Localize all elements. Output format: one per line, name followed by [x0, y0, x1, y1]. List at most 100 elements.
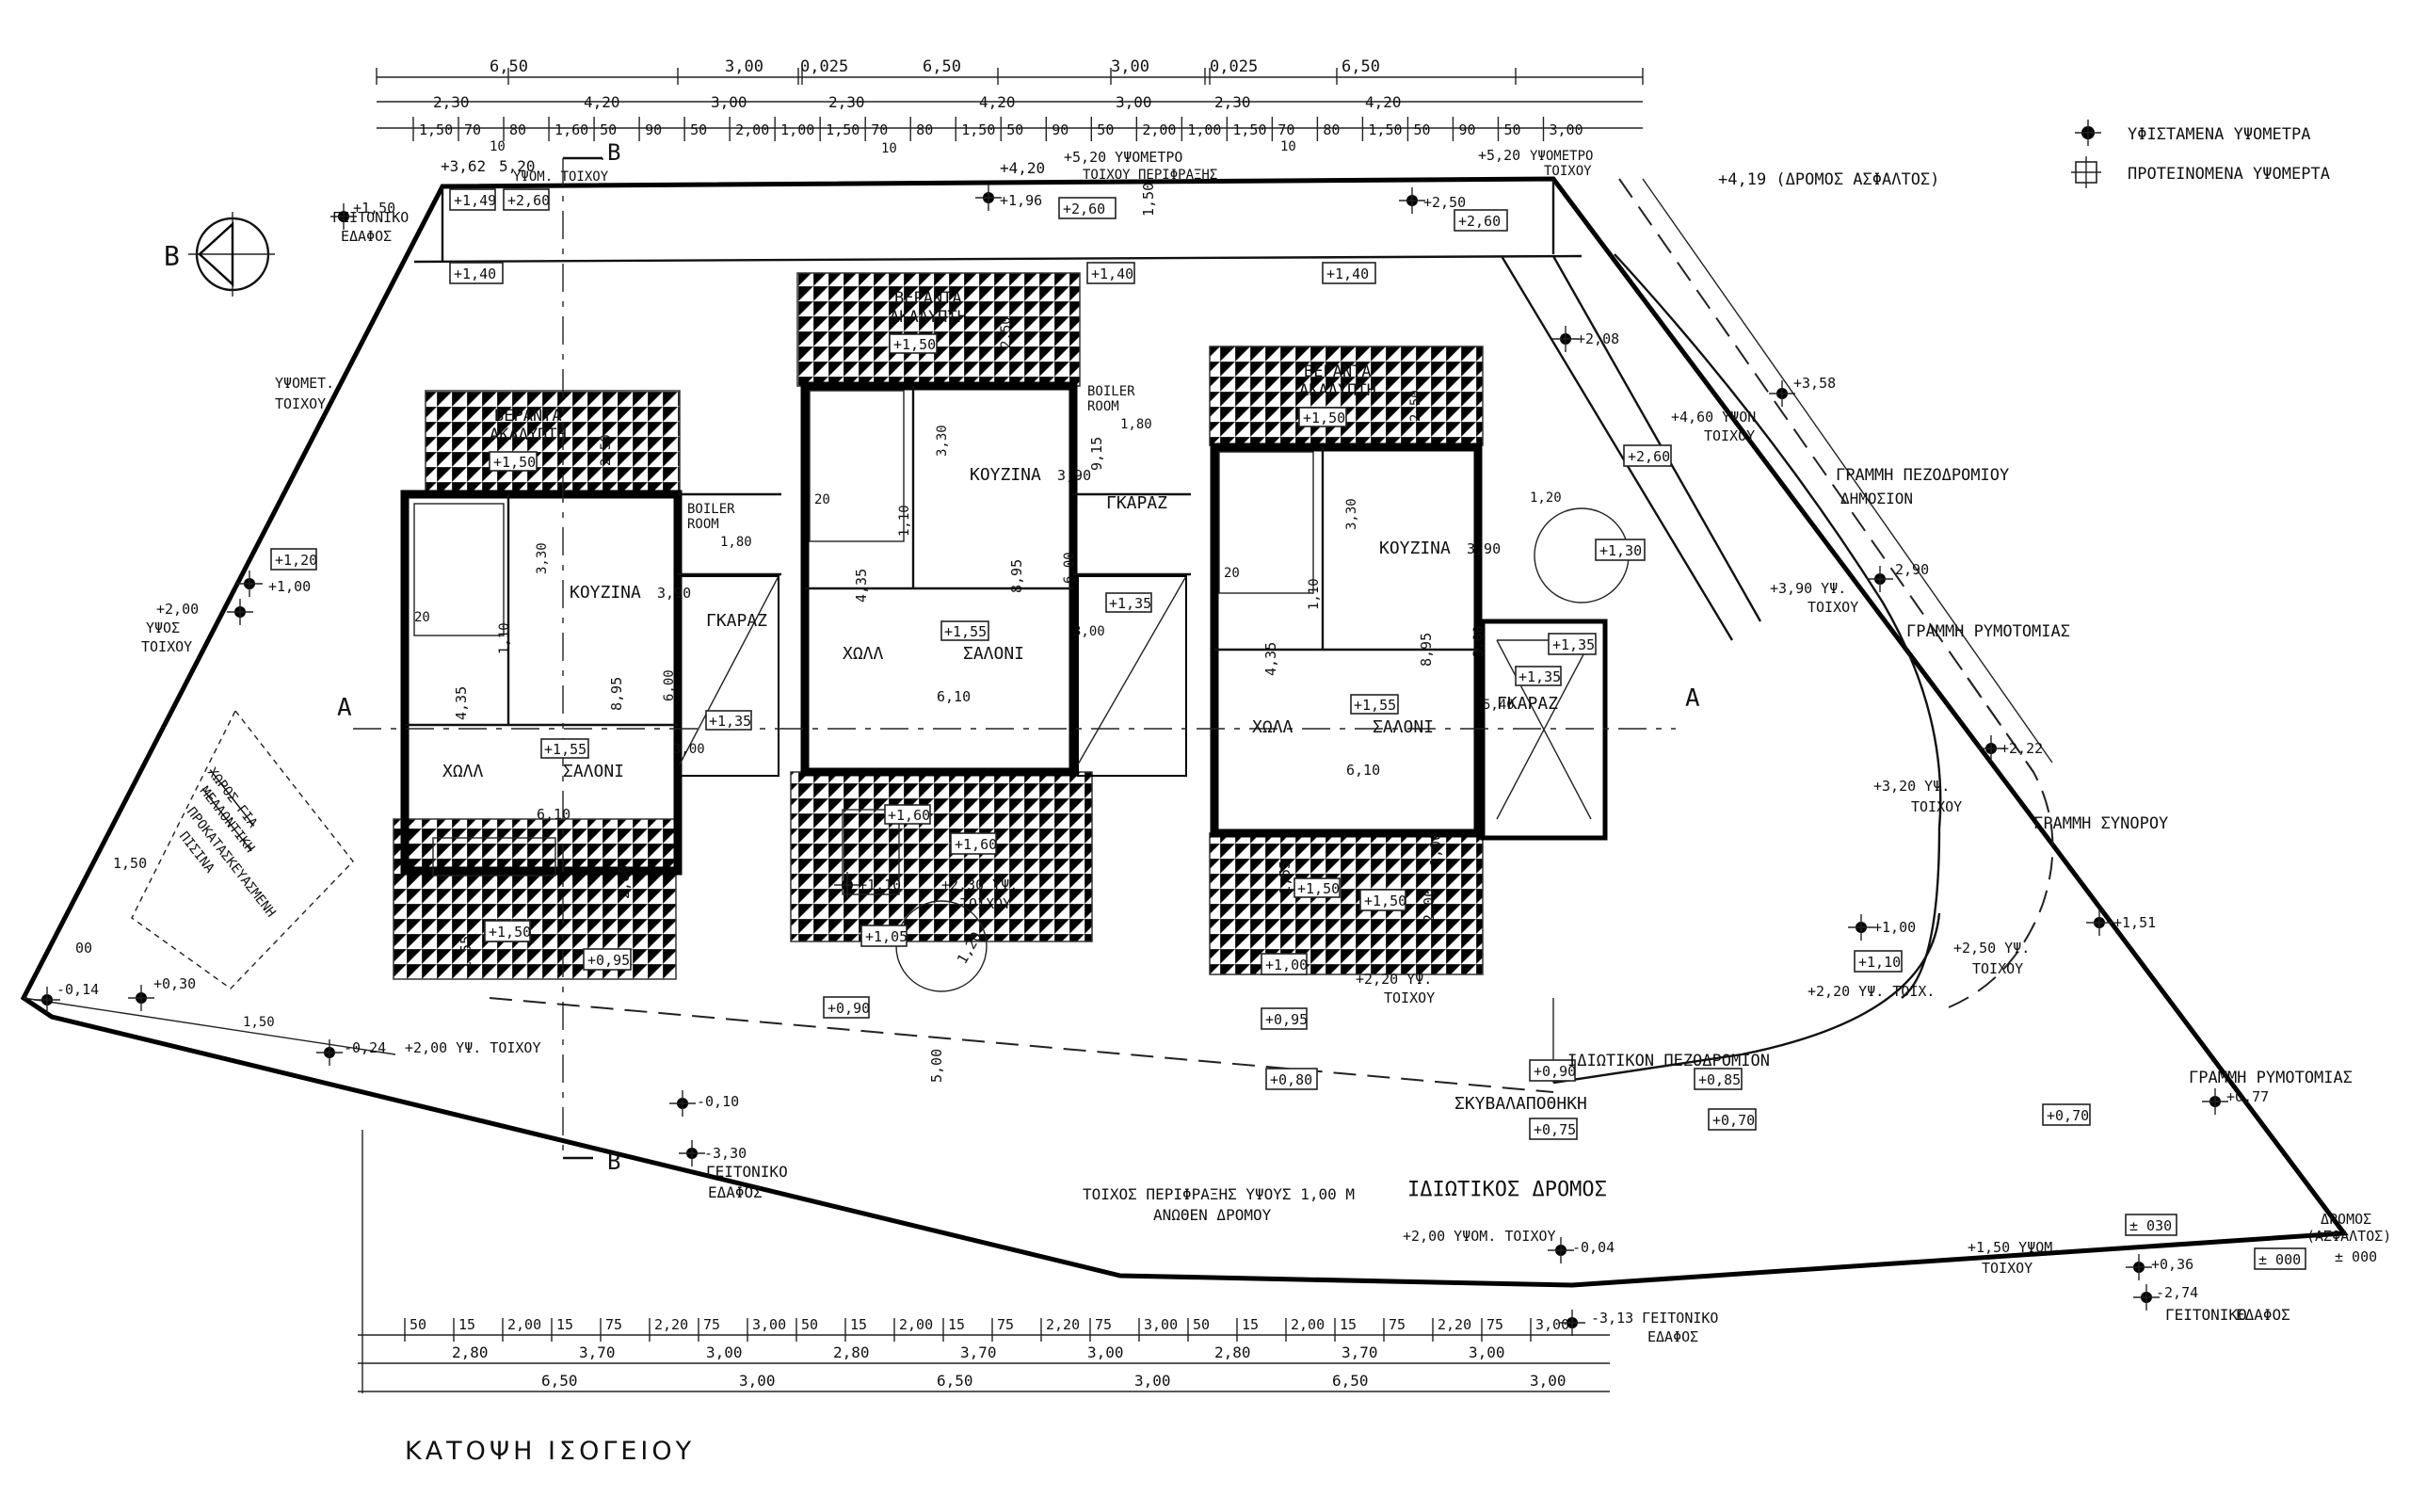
unit-2: [790, 272, 1191, 992]
dim-bottom-row1: 50: [410, 1316, 426, 1333]
proposed-level-box: [2042, 1103, 2091, 1126]
dim-top-row3: 1,50: [419, 121, 453, 138]
dim-top-row2: 2,30: [1214, 93, 1251, 111]
dim-top-row3: 50: [1413, 121, 1430, 138]
proposed-level-box: [1548, 633, 1597, 655]
kitchen-label: ΚΟΥΖΙΝΑ: [970, 465, 1041, 485]
sidewalk-public-label-2: ΔΗΜΟΣΙΟΝ: [1840, 490, 1913, 507]
dim-top-6: 0,025: [1210, 57, 1258, 76]
dim-garage-2: 5,40: [1483, 698, 1515, 713]
dim-bottom-row2: 2,80: [1214, 1343, 1251, 1361]
drawing-title: ΚΑΤΟΨΗ ΙΣΟΓΕΙΟΥ: [405, 1437, 695, 1466]
proposed-level-box: [1595, 539, 1646, 561]
garage-label: ΓΚΑΡΑΖ: [1106, 493, 1167, 513]
level-label: +3,58: [1793, 375, 1836, 392]
dim-bottom-row3: 6,50: [541, 1372, 578, 1390]
veranda-label-2: ΑΚΑΛΥΠΤΗ: [1299, 381, 1376, 400]
dim-top-row3: 3,00: [1550, 121, 1583, 138]
proposed-level-box: [583, 948, 632, 971]
dim-kitchen-3: 1,10: [1307, 578, 1322, 610]
dim-top-row3: 70: [464, 121, 481, 138]
legend: ΥΦΙΣΤΑΜΕΝΑ ΥΨΟΜΕΤΡΑ ΠΡΟΤΕΙΝΟΜΕΝΑ ΥΨΟΜΕΡΤ…: [2071, 120, 2330, 188]
level-label: -0,24: [344, 1039, 386, 1056]
dim-kitchen-3: 1,10: [897, 505, 912, 537]
legend-proposed: ΠΡΟΤΕΙΝΟΜΕΝΑ ΥΨΟΜΕΡΤΑ: [2128, 165, 2330, 184]
dim-bottom-row3: 3,00: [1134, 1372, 1171, 1390]
dim-top-row2: 3,00: [1116, 93, 1152, 111]
dim-vertical: 1,00: [1427, 832, 1444, 866]
dim-top-row2: 4,20: [979, 93, 1016, 111]
dim-top-row3: 90: [1458, 121, 1475, 138]
level-label: ΤΟΙΧΟΥ: [1704, 427, 1755, 444]
level-label: ΤΟΙΧΟΥ: [1972, 960, 2023, 977]
proposed-level-box: [1261, 1007, 1308, 1030]
dim-top-row3: 2,00: [735, 121, 769, 138]
proposed-level-box: [1086, 262, 1135, 284]
road-level-label-1: ΔΡΟΜΟΣ: [2321, 1211, 2371, 1228]
boiler-label-2: ROOM: [1087, 399, 1119, 414]
proposed-level: +1,60: [955, 836, 997, 853]
level-label: ΤΟΙΧΟΥ: [960, 895, 1011, 912]
living-label: ΣΑΛΟΝΙ: [1373, 717, 1434, 737]
level-label: ΤΟΙΧΟΥ: [1911, 798, 1962, 815]
top-dimension-chain: 6,50 3,00 0,025 6,50 3,00 0,025 6,50 2,3…: [376, 57, 1644, 185]
level-note: +3,62: [441, 157, 486, 175]
level-label: -2,74: [2156, 1284, 2198, 1301]
hall-label: ΧΩΛΛ: [1252, 717, 1293, 737]
existing-level-marker: [330, 203, 357, 230]
dim-top-3: 0,025: [800, 57, 848, 76]
dim-bottom-row1: 2,00: [507, 1316, 541, 1333]
existing-level-marker: [1867, 566, 1893, 592]
dim-garage: 3,00: [1471, 625, 1486, 657]
level-label: +2,20 ΥΨ. ΤΟΙΧ.: [1808, 983, 1935, 1000]
dim-top-row3: 80: [509, 121, 526, 138]
existing-level-marker: [679, 1140, 705, 1166]
level-note: ΤΟΙΧΟΥ ΠΕΡΙΦΡΑΞΗΣ: [1083, 168, 1217, 183]
fence-label-2: ΑΝΩΘΕΝ ΔΡΟΜΟΥ: [1153, 1206, 1272, 1224]
dim-top-row2: 3,00: [711, 93, 747, 111]
proposed-level-box: [449, 188, 496, 211]
dim-vertical: 2,00: [616, 865, 633, 899]
dim-veranda: 2,50: [999, 316, 1014, 348]
dim-top-row3: 70: [1277, 121, 1294, 138]
dim-garage-2: 3,00: [673, 742, 705, 757]
dim-kitchen: 3,30: [1344, 498, 1359, 530]
building-line-label-2: ΓΡΑΜΜΗ ΡΥΜΟΤΟΜΙΑΣ: [2189, 1069, 2353, 1087]
dim-bottom-row2: 3,00: [1469, 1343, 1505, 1361]
existing-level-marker: [2133, 1284, 2160, 1311]
boiler-label-2: ROOM: [687, 517, 719, 532]
dim-bottom-row1: 2,00: [899, 1316, 933, 1333]
dim-bottom-row1: 3,00: [752, 1316, 786, 1333]
level-note: +4,20: [1000, 159, 1045, 177]
garage-label: ΓΚΑΡΑΖ: [1497, 694, 1558, 714]
dim-top-row3: 80: [916, 121, 933, 138]
proposed-level-box: [1322, 262, 1376, 284]
dim-bottom-row3: 6,50: [1332, 1372, 1369, 1390]
section-b-top: Β: [607, 139, 620, 166]
sidewalk-public-label: ΓΡΑΜΜΗ ΠΕΖΟΔΡΟΜΙΟΥ: [1836, 466, 2009, 485]
dim-kitchen-3: 1,10: [497, 622, 512, 654]
proposed-level: +2,60: [1628, 448, 1670, 465]
level-label: +2,30 ΥΨ.: [941, 877, 1018, 893]
level-note: +5,20: [1478, 147, 1520, 164]
section-a-left: Α: [337, 694, 352, 722]
dim-bottom-row1: 75: [703, 1316, 720, 1333]
existing-level-symbol: [2075, 120, 2101, 146]
dim-bottom-row2: 2,80: [833, 1343, 870, 1361]
proposed-level: +1,10: [1858, 954, 1901, 971]
fence-label-1: ΤΟΙΧΟΣ ΠΕΡΙΦΡΑΞΗΣ ΥΨΟΥΣ 1,00 Μ: [1083, 1185, 1355, 1203]
hall-label: ΧΩΛΛ: [843, 644, 884, 664]
section-b-bottom: Β: [607, 1149, 620, 1175]
living-label: ΣΑΛΟΝΙ: [963, 644, 1024, 664]
garage-level: +1,35: [1518, 668, 1561, 685]
dim-top-row3: 1,50: [1368, 121, 1402, 138]
dim-bottom-row2: 3,00: [1087, 1343, 1124, 1361]
level-label: +0,36: [2151, 1256, 2193, 1273]
existing-level-marker: [128, 985, 154, 1011]
proposed-level: +0,70: [1712, 1112, 1755, 1129]
dim-living: 8,95: [608, 677, 625, 711]
level-label: +1,00: [268, 578, 311, 595]
level-label: +2,50 ΥΨ.: [1953, 940, 2030, 957]
dim-top-row3: 50: [1097, 121, 1114, 138]
dim-vertical: 1,55: [458, 936, 474, 970]
